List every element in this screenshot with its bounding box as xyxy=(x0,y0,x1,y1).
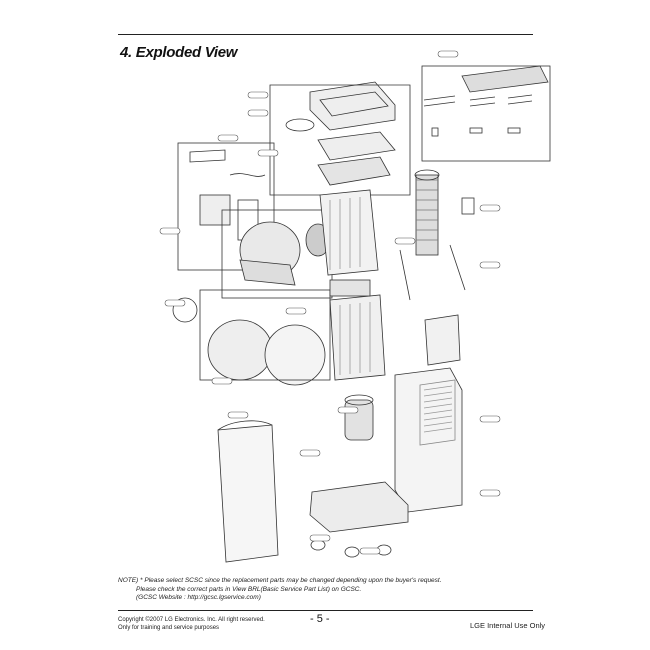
callout xyxy=(299,449,321,457)
accessory-rail xyxy=(423,95,456,107)
training-text: Only for training and service purposes xyxy=(118,625,220,631)
callout xyxy=(217,134,239,142)
caster-2 xyxy=(344,546,360,558)
callout xyxy=(211,377,233,385)
window-panel xyxy=(461,65,549,93)
callout xyxy=(479,261,501,269)
exhaust-hose xyxy=(415,174,439,256)
base-pan xyxy=(309,481,409,533)
footnote: NOTE) * Please select SCSC since the rep… xyxy=(118,577,538,603)
note-line-2: Please check the correct parts in View B… xyxy=(136,585,362,593)
air-filter xyxy=(424,314,461,366)
grille-louvers xyxy=(423,385,453,433)
filter-cap xyxy=(285,118,315,132)
hose-end xyxy=(414,169,440,181)
bottom-rule xyxy=(118,610,533,611)
callout xyxy=(257,149,279,157)
callout xyxy=(247,109,269,117)
electrical-box xyxy=(177,142,275,271)
evaporator xyxy=(319,189,379,276)
callout xyxy=(285,307,307,315)
duct-brackets xyxy=(399,244,466,301)
motor-mount xyxy=(239,259,296,286)
caster-1 xyxy=(310,539,326,551)
callout xyxy=(394,237,416,245)
rear-cabinet-top xyxy=(217,420,273,431)
accessory-box xyxy=(421,65,551,162)
front-cabinet xyxy=(394,367,463,513)
callout xyxy=(479,204,501,212)
drain-cap xyxy=(461,197,475,215)
top-assembly-frame xyxy=(269,84,411,196)
callout xyxy=(437,50,459,58)
page-title: 4. Exploded View xyxy=(120,44,238,61)
top-cover xyxy=(309,81,396,131)
callout xyxy=(159,227,181,235)
condenser-fins xyxy=(339,302,371,375)
callout xyxy=(479,489,501,497)
top-cover-panel xyxy=(319,91,389,117)
accessory-bracket xyxy=(469,127,483,134)
fan-shroud xyxy=(264,324,326,386)
compressor-top xyxy=(344,394,374,406)
page-number: - 5 - xyxy=(310,613,330,625)
control-housing xyxy=(317,131,396,161)
accessory-clip xyxy=(431,127,439,137)
callout xyxy=(359,547,381,555)
internal-use-label: LGE Internal Use Only xyxy=(470,621,546,630)
condenser-fan xyxy=(207,319,273,381)
cover-plate xyxy=(189,149,226,163)
callout xyxy=(227,411,249,419)
top-rule xyxy=(118,34,533,35)
note-line-1: NOTE) * Please select SCSC since the rep… xyxy=(118,577,442,584)
condenser-bracket xyxy=(329,279,371,297)
base-tray-upper xyxy=(317,156,391,186)
callout xyxy=(164,299,186,307)
callout xyxy=(337,406,359,414)
front-grille xyxy=(419,379,456,446)
callout xyxy=(247,91,269,99)
callout xyxy=(479,415,501,423)
power-cord xyxy=(229,173,266,177)
fan-assembly-frame xyxy=(199,289,331,381)
compressor xyxy=(344,399,374,441)
condenser-coil xyxy=(329,294,386,381)
fan-motor xyxy=(172,297,198,323)
note-line-3: (GCSC Website : http://gcsc.lgservice.co… xyxy=(136,594,261,602)
evaporator-fins xyxy=(329,197,361,270)
footer-left: Copyright ©2007 LG Electronics. Inc. All… xyxy=(118,616,265,632)
rear-cabinet xyxy=(217,424,279,563)
accessory-rail-3 xyxy=(507,94,533,105)
copyright-text: Copyright ©2007 LG Electronics. Inc. All… xyxy=(118,617,265,623)
callout xyxy=(309,534,331,542)
accessory-bracket-2 xyxy=(507,127,521,134)
accessory-rail-2 xyxy=(469,96,496,107)
